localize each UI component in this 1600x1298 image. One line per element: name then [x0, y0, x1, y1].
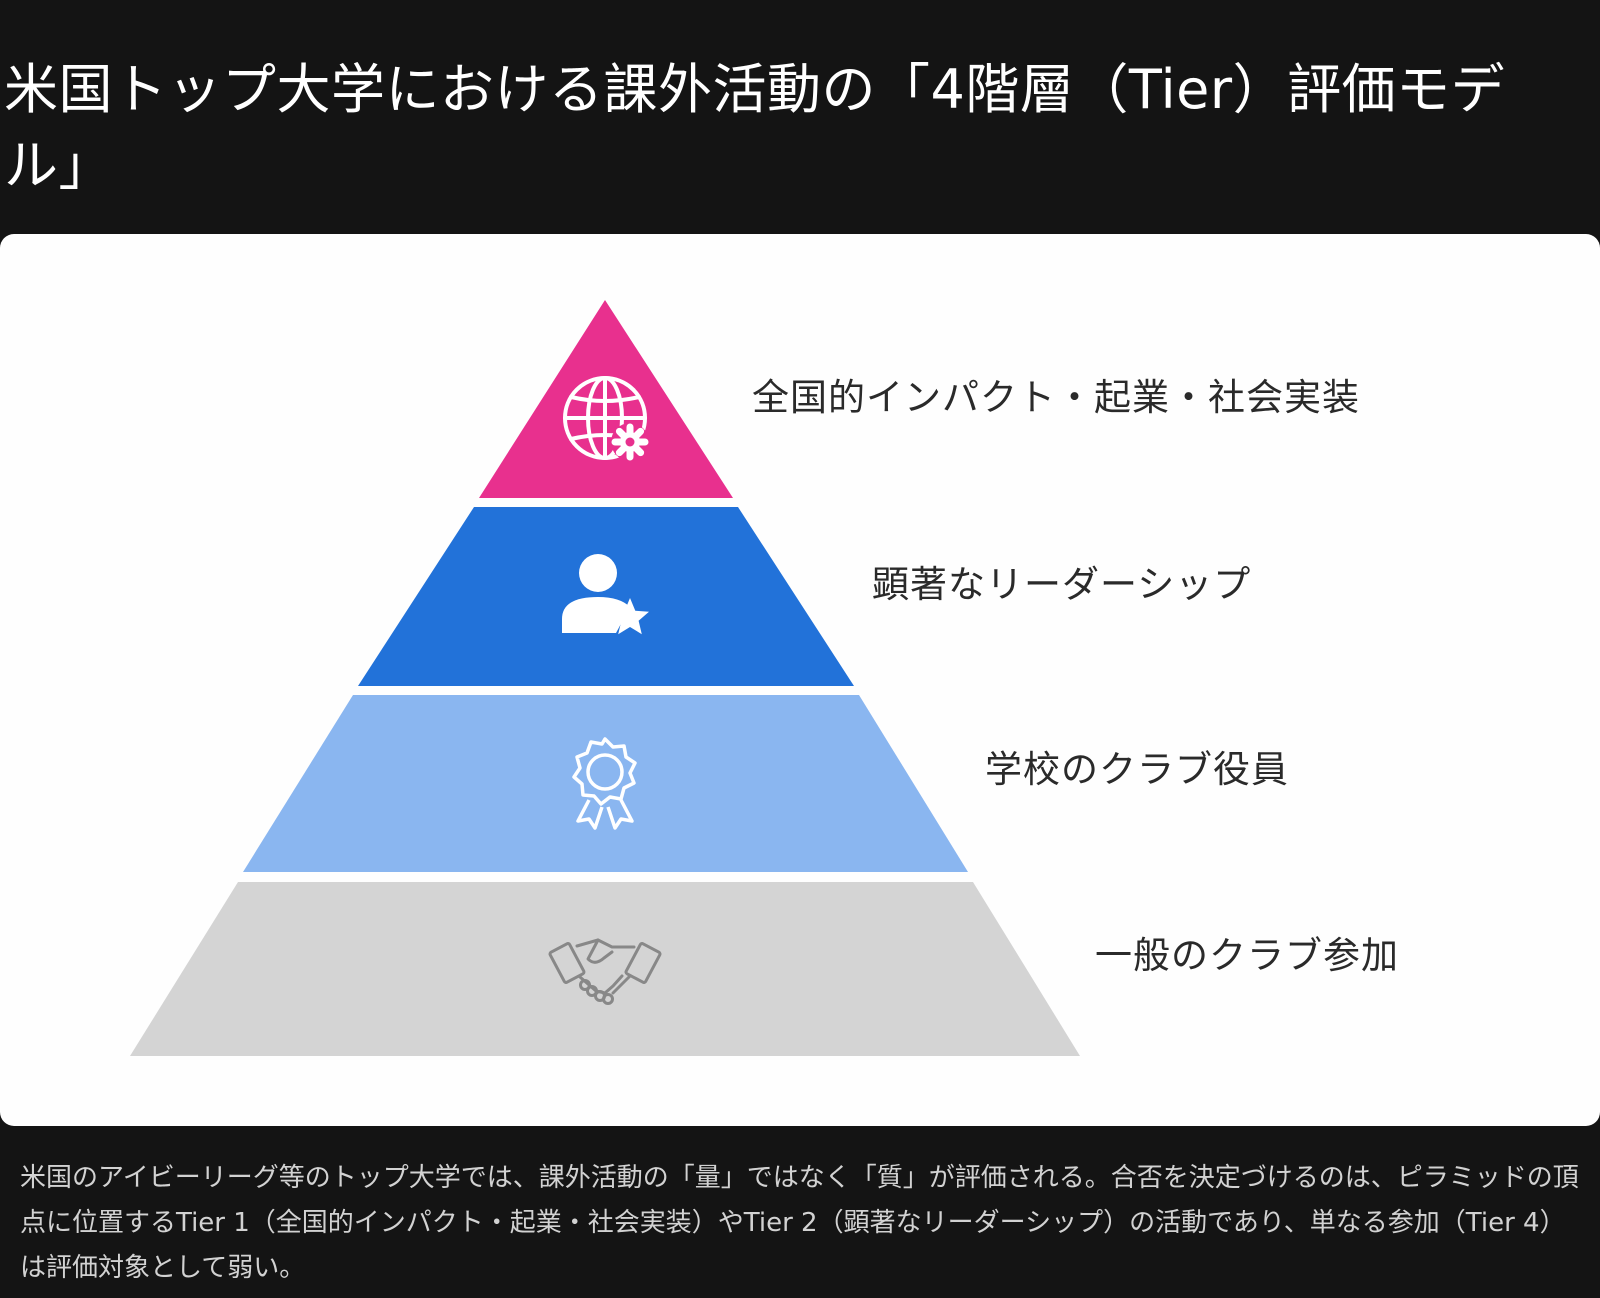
pyramid-diagram [130, 300, 1080, 1056]
tier-2-segment [358, 507, 854, 686]
gear-icon [611, 423, 649, 461]
tier-2-label: 顕著なリーダーシップ [872, 563, 1252, 606]
handshake-icon [548, 938, 662, 1005]
globe-gear-icon [563, 376, 647, 460]
page-title: 米国トップ大学における課外活動の「4階層（Tier）評価モデル」 [4, 58, 1506, 197]
tier-4-label: 一般のクラブ参加 [1095, 934, 1399, 977]
tier-1-label: 全国的インパクト・起業・社会実装 [752, 376, 1360, 419]
tier-4-segment [130, 882, 1080, 1056]
award-ribbon-icon [572, 737, 637, 830]
caption-text: 米国のアイビーリーグ等のトップ大学では、課外活動の「量」ではなく「質」が評価され… [20, 1163, 1579, 1283]
person-star-icon [562, 554, 649, 635]
pyramid-diagram-card: 全国的インパクト・起業・社会実装 顕著なリーダーシップ 学校のクラブ役員 一般の… [0, 234, 1600, 1126]
tier-3-label: 学校のクラブ役員 [985, 748, 1289, 791]
tier-3-segment [243, 695, 968, 872]
